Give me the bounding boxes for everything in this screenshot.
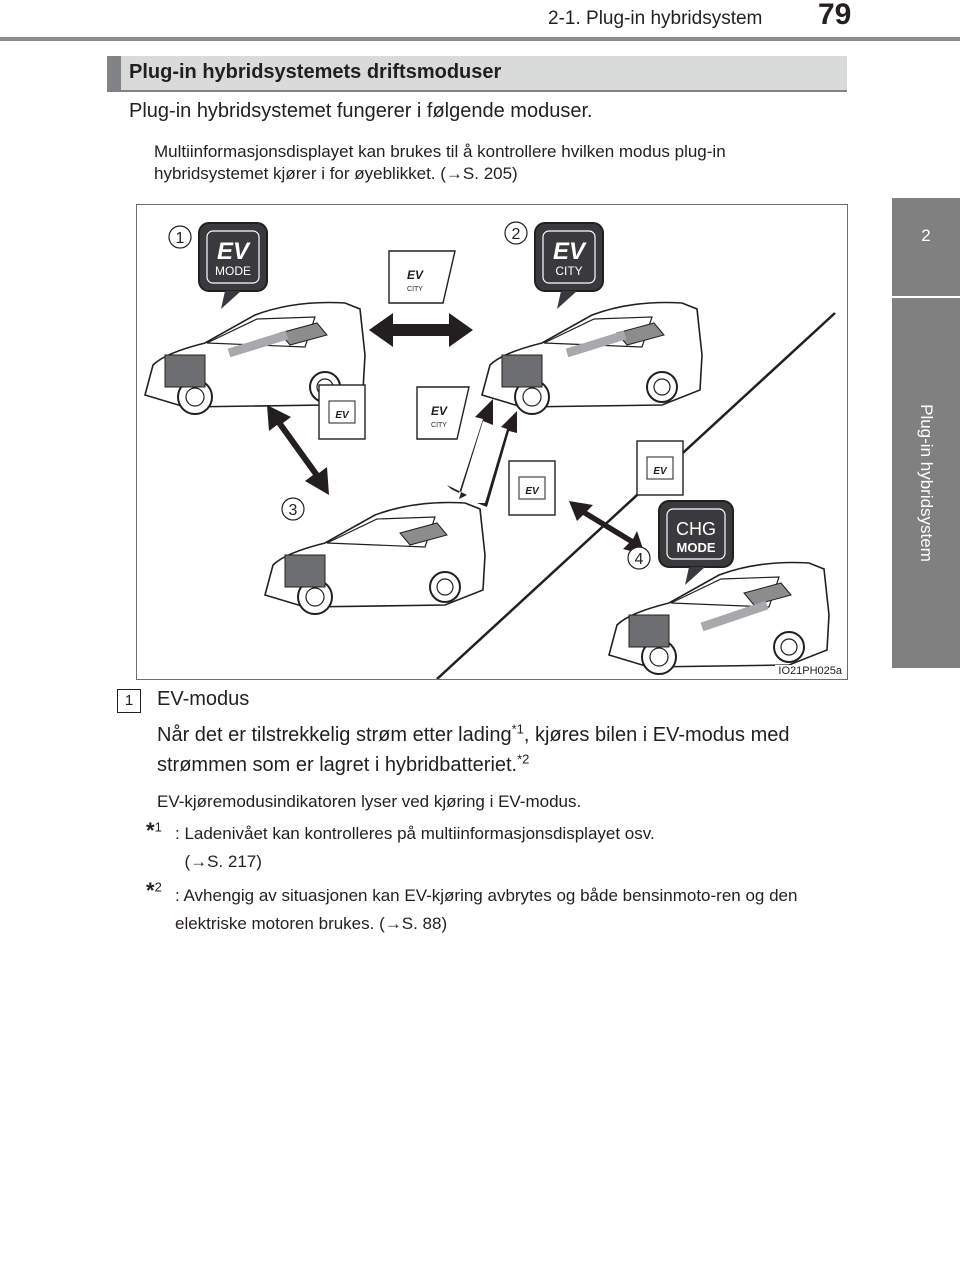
- small-indicator-ev-3: EV: [636, 440, 684, 496]
- running-header-title: 2-1. Plug-in hybridsystem: [548, 8, 763, 29]
- mode-diagram: EV CITY EV EV CITY EV EV EV: [144, 221, 836, 679]
- small-ev-label-5: EV: [653, 466, 668, 477]
- callout-3: 3: [281, 497, 305, 521]
- callout-1: 1: [168, 225, 192, 249]
- item-body-b: , kjøres bilen i EV-modus med strømmen s…: [157, 724, 790, 776]
- footnote-ref-1: *1: [511, 721, 524, 737]
- ev-mode-badge-top: EV: [217, 238, 251, 265]
- mode-diagram-figure: EV CITY EV EV CITY EV EV EV: [136, 204, 848, 680]
- section-heading: Plug-in hybridsystemets driftsmoduser: [129, 61, 502, 83]
- footnote-2-ref: S. 88): [401, 914, 448, 933]
- chapter-tab-title: Plug-in hybridsystem: [892, 298, 960, 668]
- footnote-1-num: 1: [154, 819, 162, 835]
- chg-badge-top: CHG: [676, 519, 716, 539]
- car-2: [481, 301, 703, 415]
- footnote-2-marker: *2: [146, 878, 162, 904]
- small-indicator-ev-2: EV: [508, 460, 556, 516]
- footnote-ref-2: *2: [517, 751, 530, 767]
- footnote-1-body: : Ladenivået kan kontrolleres på multiin…: [175, 824, 655, 843]
- footnote-1-text: : Ladenivået kan kontrolleres på multiin…: [175, 824, 655, 871]
- small-city-label-2: CITY: [431, 422, 447, 429]
- display-note-text: Multiinformasjonsdisplayet kan brukes ti…: [154, 142, 726, 183]
- footnote-1-star: *: [146, 818, 155, 843]
- intro-paragraph: Plug-in hybridsystemet fungerer i følgen…: [129, 100, 593, 122]
- section-heading-accent: [107, 56, 121, 90]
- indicator-note: EV-kjøremodusindikatoren lyser ved kjøri…: [157, 792, 582, 811]
- transition-arrows: [267, 313, 645, 555]
- footnote-2-body: : Avhengig av situasjonen kan EV-kjøring…: [175, 886, 798, 933]
- chg-badge-bottom: MODE: [677, 540, 716, 555]
- callout-2: 2: [504, 221, 528, 245]
- footnote-2-num: 2: [154, 879, 162, 895]
- svg-text:1: 1: [176, 230, 185, 247]
- header-rule: [0, 37, 960, 41]
- small-ev-label-2: EV: [335, 410, 350, 421]
- item-number-box: 1: [117, 689, 141, 713]
- arrow-icon: →: [384, 914, 402, 933]
- small-indicator-ev-city-top: EV CITY: [388, 250, 456, 304]
- ev-city-badge: EV CITY: [534, 222, 604, 309]
- chapter-tab-number: 2: [892, 198, 960, 296]
- item-body: Når det er tilstrekkelig strøm etter lad…: [157, 720, 847, 780]
- small-ev-label-3: EV: [431, 404, 448, 418]
- arrow-icon: →: [445, 164, 463, 183]
- callout-4: 4: [627, 546, 651, 570]
- small-ev-label-4: EV: [525, 486, 540, 497]
- footnote-1-ref: S. 217): [207, 852, 262, 871]
- chapter-number: 2: [921, 226, 931, 245]
- ev-city-badge-top: EV: [553, 238, 587, 265]
- ev-mode-badge-bottom: MODE: [215, 264, 251, 278]
- small-ev-label-1: EV: [407, 268, 424, 282]
- small-city-label-1: CITY: [407, 286, 423, 293]
- small-indicator-ev-city-mid: EV CITY: [416, 386, 470, 440]
- small-indicator-ev-1: EV: [318, 384, 366, 440]
- svg-text:3: 3: [289, 502, 298, 519]
- section-heading-bar: Plug-in hybridsystemets driftsmoduser: [107, 56, 847, 92]
- chg-mode-badge: CHG MODE: [658, 500, 734, 585]
- arrow-icon: →: [190, 852, 208, 871]
- footnote-2-text: : Avhengig av situasjonen kan EV-kjøring…: [175, 882, 845, 938]
- flow-arrow-1: [227, 330, 289, 358]
- svg-text:2: 2: [512, 226, 521, 243]
- flow-arrow-2: [565, 330, 627, 358]
- svg-text:4: 4: [635, 551, 644, 568]
- chapter-title: Plug-in hybridsystem: [917, 404, 936, 562]
- page-number: 79: [818, 0, 852, 31]
- display-note: Multiinformasjonsdisplayet kan brukes ti…: [154, 141, 844, 185]
- footnote-1-marker: *1: [146, 818, 162, 844]
- ev-city-badge-bottom: CITY: [555, 264, 582, 278]
- item-body-a: Når det er tilstrekkelig strøm etter lad…: [157, 724, 512, 746]
- figure-id: IO21PH025a: [775, 665, 845, 677]
- footnote-2-star: *: [146, 878, 155, 903]
- item-title: EV-modus: [157, 688, 250, 710]
- page-reference: S. 205): [462, 164, 518, 183]
- flow-arrow-4: [700, 600, 769, 632]
- ev-mode-badge: EV MODE: [198, 222, 268, 309]
